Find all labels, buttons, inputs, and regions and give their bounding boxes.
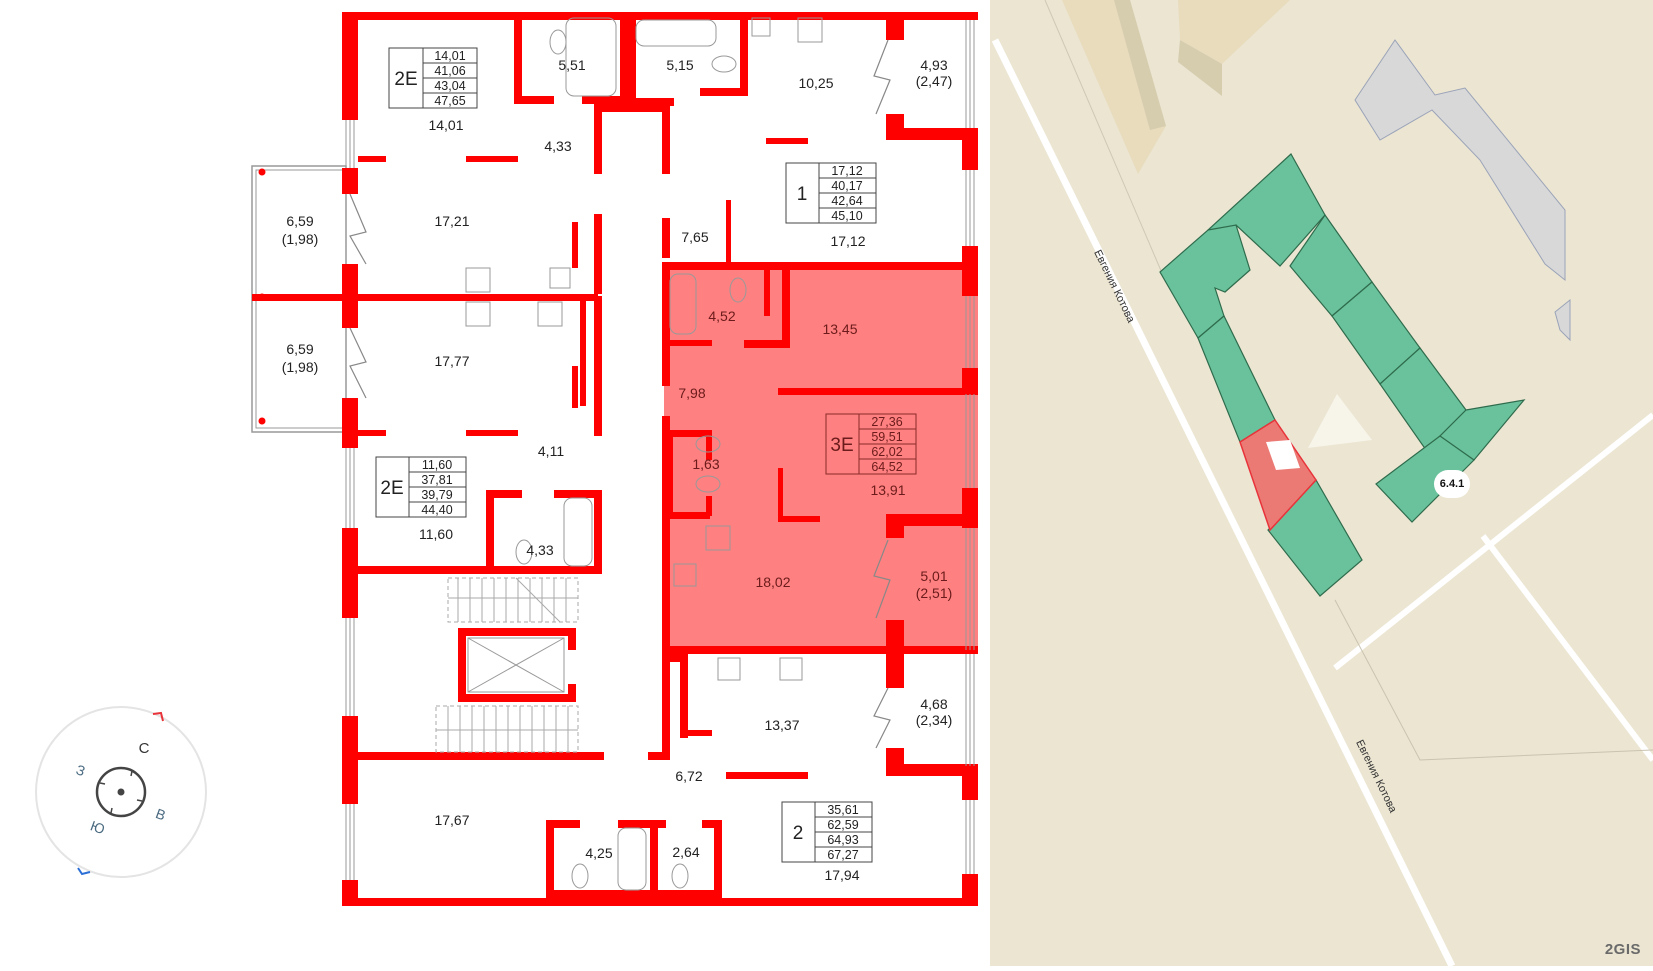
map-attribution[interactable]: 2GIS [1604, 941, 1641, 958]
room-area: 17,77 [434, 353, 469, 369]
room-area: 17,12 [830, 233, 865, 249]
area-total-reduced: 62,02 [871, 445, 902, 459]
room-area: 4,11 [538, 443, 564, 459]
room-area: 13,91 [870, 482, 905, 498]
area-total-full: 67,27 [827, 848, 858, 862]
compass-north-label: С [139, 740, 150, 757]
apartment-type: 1 [797, 184, 808, 205]
map-canvas[interactable] [990, 0, 1653, 966]
compass-west-label: З [74, 761, 87, 779]
neighbor-building [1354, 39, 1571, 342]
balcony-area: 4,93 [920, 57, 947, 73]
room-area: 11,60 [419, 526, 453, 542]
room-area: 7,98 [678, 385, 705, 401]
building-number-badge[interactable]: 6.4.1 [1434, 470, 1470, 498]
walls [252, 12, 978, 906]
area-total-reduced: 39,79 [421, 488, 452, 502]
area-total-full: 44,40 [421, 503, 452, 517]
room-labels: 5,51 5,15 10,25 4,93 (2,47) 14,01 4,33 1… [282, 57, 953, 883]
area-total: 40,17 [831, 179, 862, 193]
elevator-shaft [467, 637, 565, 693]
room-area: 2,64 [672, 844, 699, 860]
balcony-area: 6,59 [286, 341, 313, 357]
apartment-type: 2E [394, 69, 417, 90]
apartment-type: 2 [793, 823, 804, 844]
area-total-full: 64,52 [871, 460, 902, 474]
room-area: 4,33 [526, 542, 553, 558]
room-area: 4,52 [708, 308, 735, 324]
room-area: 13,45 [822, 321, 857, 337]
balcony-area: 6,59 [286, 213, 313, 229]
room-area: 4,33 [544, 138, 571, 154]
area-living: 27,36 [871, 415, 902, 429]
room-area: 17,21 [434, 213, 469, 229]
room-area: 4,25 [585, 845, 612, 861]
room-area: 5,51 [558, 57, 585, 73]
windows [345, 20, 975, 880]
room-area: 6,72 [675, 768, 702, 784]
area-living: 35,61 [827, 803, 858, 817]
floor-plan-panel: 2E 14,01 41,06 43,04 47,65 1 17,12 40,17… [34, 12, 978, 906]
balcony-area: 4,68 [920, 696, 947, 712]
roads [991, 0, 1653, 966]
room-area: 7,65 [681, 229, 708, 245]
selected-apartment-3e[interactable] [664, 266, 978, 652]
location-map[interactable]: Евгения Котова Евгения Котова 6.4.1 2GIS [990, 0, 1653, 966]
compass-widget[interactable]: С В Ю З [34, 705, 209, 880]
room-area: 1,63 [692, 456, 719, 472]
room-area: 17,94 [824, 867, 859, 883]
room-area: 14,01 [428, 117, 463, 133]
compass-rose-icon: С В Ю З [35, 706, 207, 878]
apartment-table-2[interactable]: 2 35,61 62,59 64,93 67,27 [781, 801, 873, 863]
compass-south-label: Ю [88, 817, 107, 837]
room-area: 18,02 [755, 574, 790, 590]
floor-plan-drawing: 2E 14,01 41,06 43,04 47,65 1 17,12 40,17… [251, 12, 978, 906]
area-living: 14,01 [434, 49, 465, 63]
target-building-sections[interactable] [1159, 153, 1526, 597]
area-total-full: 47,65 [434, 94, 465, 108]
area-total-full: 45,10 [831, 209, 862, 223]
area-living: 17,12 [831, 164, 862, 178]
balcony-area-reduced: (1,98) [282, 359, 319, 375]
area-total: 41,06 [434, 64, 465, 78]
selected-section[interactable] [1239, 418, 1317, 532]
balcony-area-reduced: (1,98) [282, 231, 319, 247]
room-area: 13,37 [764, 717, 799, 733]
apartment-type: 3E [830, 435, 853, 456]
balcony-doors [349, 39, 891, 749]
fixtures [465, 17, 823, 891]
apartment-table-3e-selected[interactable]: 3E 27,36 59,51 62,02 64,52 [825, 413, 917, 475]
area-total: 37,81 [421, 473, 452, 487]
room-area: 17,67 [434, 812, 469, 828]
area-total: 62,59 [827, 818, 858, 832]
area-total-reduced: 43,04 [434, 79, 465, 93]
apartment-table-1[interactable]: 1 17,12 40,17 42,64 45,10 [785, 162, 877, 224]
room-area: 10,25 [798, 75, 833, 91]
room-area: 5,15 [666, 57, 693, 73]
balcony-area-reduced: (2,34) [916, 712, 953, 728]
area-total-reduced: 64,93 [827, 833, 858, 847]
view-direction-icon [1308, 394, 1372, 448]
balcony-area-reduced: (2,47) [916, 73, 953, 89]
area-total: 59,51 [871, 430, 902, 444]
apartment-table-2e-bottom[interactable]: 2E 11,60 37,81 39,79 44,40 [375, 456, 467, 518]
area-living: 11,60 [422, 458, 452, 472]
compass-east-label: В [154, 805, 168, 823]
apartment-type: 2E [380, 478, 403, 499]
stairs [435, 577, 579, 753]
apartment-table-2e-top[interactable]: 2E 14,01 41,06 43,04 47,65 [388, 47, 478, 109]
area-total-reduced: 42,64 [831, 194, 862, 208]
existing-buildings [1062, 0, 1290, 174]
balcony-area-reduced: (2,51) [916, 585, 953, 601]
balcony-area: 5,01 [920, 568, 947, 584]
